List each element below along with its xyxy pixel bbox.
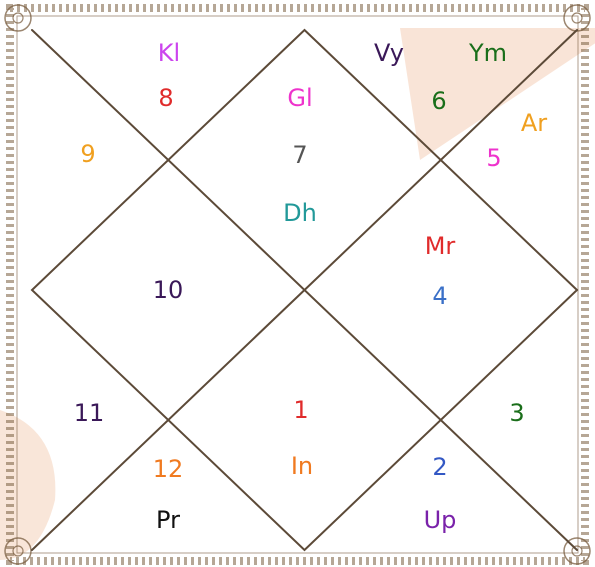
- house-number-12: 12: [153, 455, 184, 483]
- planet-up: Up: [424, 506, 457, 534]
- planet-in: In: [291, 452, 313, 480]
- house-number-7: 7: [292, 141, 307, 169]
- house-number-3: 3: [509, 399, 524, 427]
- house-number-10: 10: [153, 276, 184, 304]
- house-number-4: 4: [432, 282, 447, 310]
- planet-gl: Gl: [287, 84, 312, 112]
- house-number-6: 6: [431, 87, 446, 115]
- planet-dh: Dh: [283, 199, 317, 227]
- house-number-5: 5: [486, 144, 501, 172]
- planet-vy: Vy: [374, 39, 404, 67]
- house-number-11: 11: [74, 399, 105, 427]
- planet-ym: Ym: [468, 39, 507, 67]
- corner-ornament: [572, 13, 582, 23]
- planet-pr: Pr: [156, 506, 180, 534]
- house-number-9: 9: [80, 140, 95, 168]
- planet-mr: Mr: [425, 232, 456, 260]
- house-number-8: 8: [158, 84, 173, 112]
- house-number-2: 2: [432, 453, 447, 481]
- house-number-1: 1: [293, 396, 308, 424]
- corner-ornament: [13, 13, 23, 23]
- planet-ar: Ar: [521, 109, 547, 137]
- planet-kl: Kl: [158, 39, 180, 67]
